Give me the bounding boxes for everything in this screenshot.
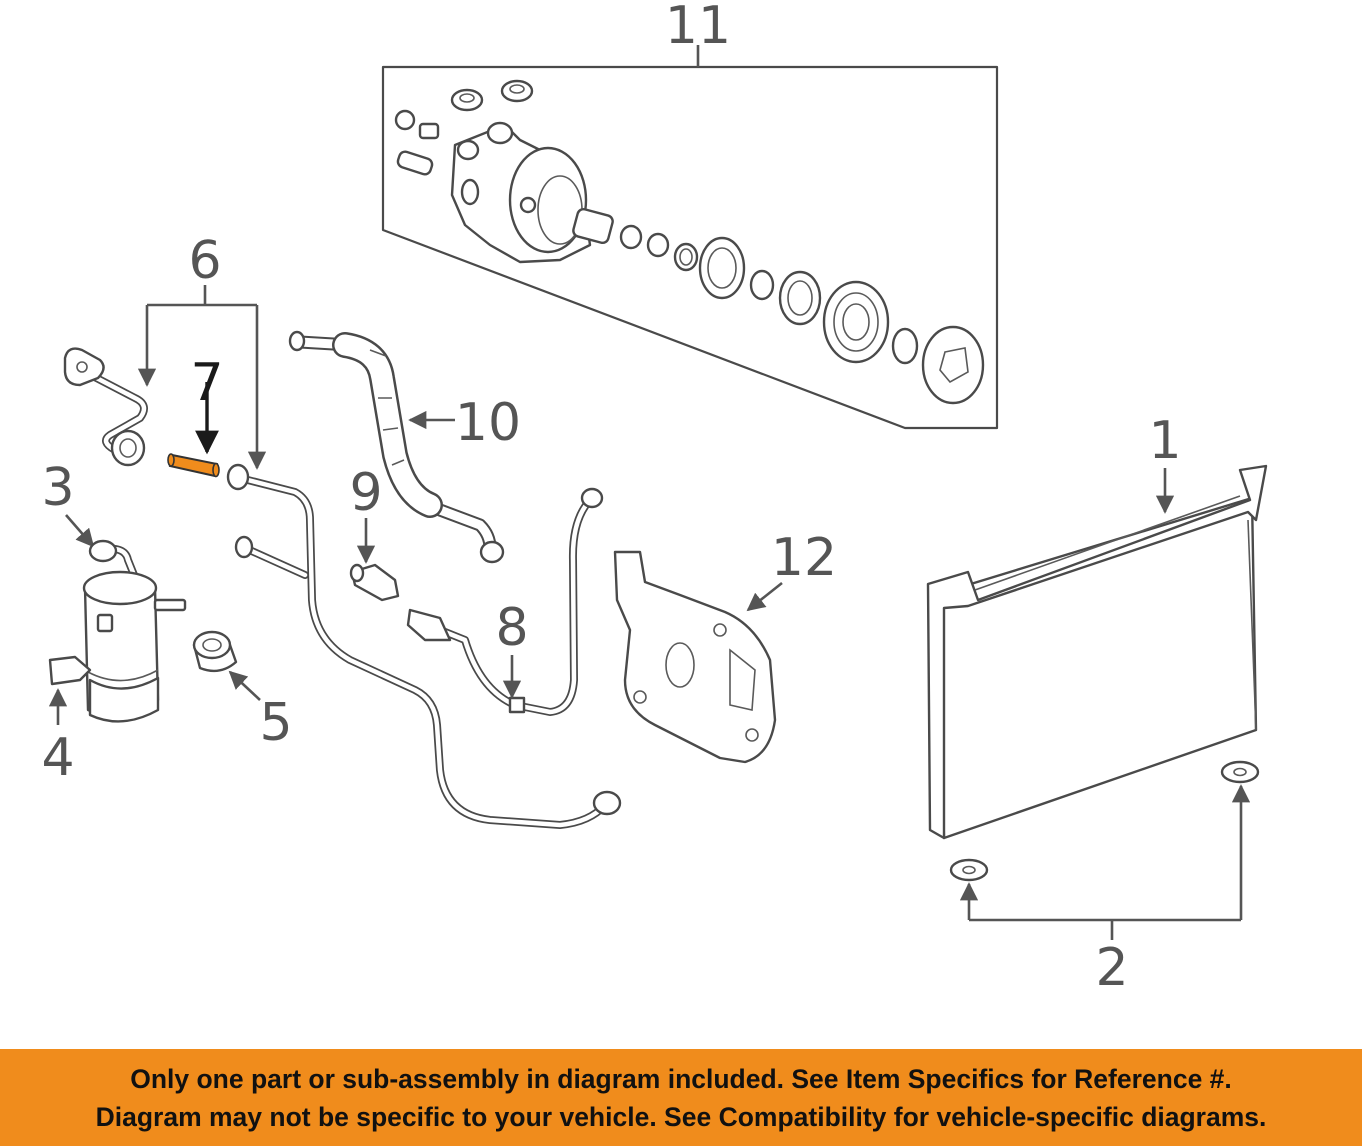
liquid-line: [406, 487, 604, 716]
seal-ring: [192, 630, 238, 673]
callout-4: 4: [41, 728, 74, 788]
pressure-switch: [349, 563, 400, 602]
callout-2-bracket: [959, 784, 1251, 940]
condenser: [926, 464, 1268, 840]
flexible-hose: [288, 330, 505, 564]
callout-8: 8: [495, 598, 528, 658]
callout-6: 6: [188, 231, 221, 291]
callout-9: 9: [349, 463, 382, 523]
callout-12: 12: [771, 528, 837, 588]
compressor-assembly-panel: [381, 65, 999, 430]
callout-3: 3: [41, 458, 74, 518]
leader-5: [228, 670, 261, 701]
callout-7: 7: [190, 353, 223, 413]
compressor-bracket: [613, 550, 777, 764]
disclaimer-line-2: Diagram may not be specific to your vehi…: [95, 1101, 1267, 1132]
orifice-tube-highlighted: [167, 453, 220, 478]
callout-6-bracket: [137, 285, 267, 470]
callout-1: 1: [1148, 411, 1181, 471]
leader-3: [65, 514, 95, 548]
disclaimer-banner: Only one part or sub-assembly in diagram…: [0, 1049, 1362, 1146]
leader-12: [746, 581, 783, 612]
callout-10: 10: [455, 393, 521, 453]
callout-5: 5: [259, 693, 292, 753]
callout-2: 2: [1095, 938, 1128, 998]
accumulator: [48, 539, 187, 723]
disclaimer-line-1: Only one part or sub-assembly in diagram…: [130, 1063, 1232, 1094]
parts-diagram: 11 6 7 3: [41, 0, 1268, 998]
pipe-long-lower: [226, 463, 622, 829]
condenser-insulators: [949, 760, 1260, 882]
pipe-upper-left: [63, 347, 148, 467]
callout-11: 11: [665, 0, 731, 56]
